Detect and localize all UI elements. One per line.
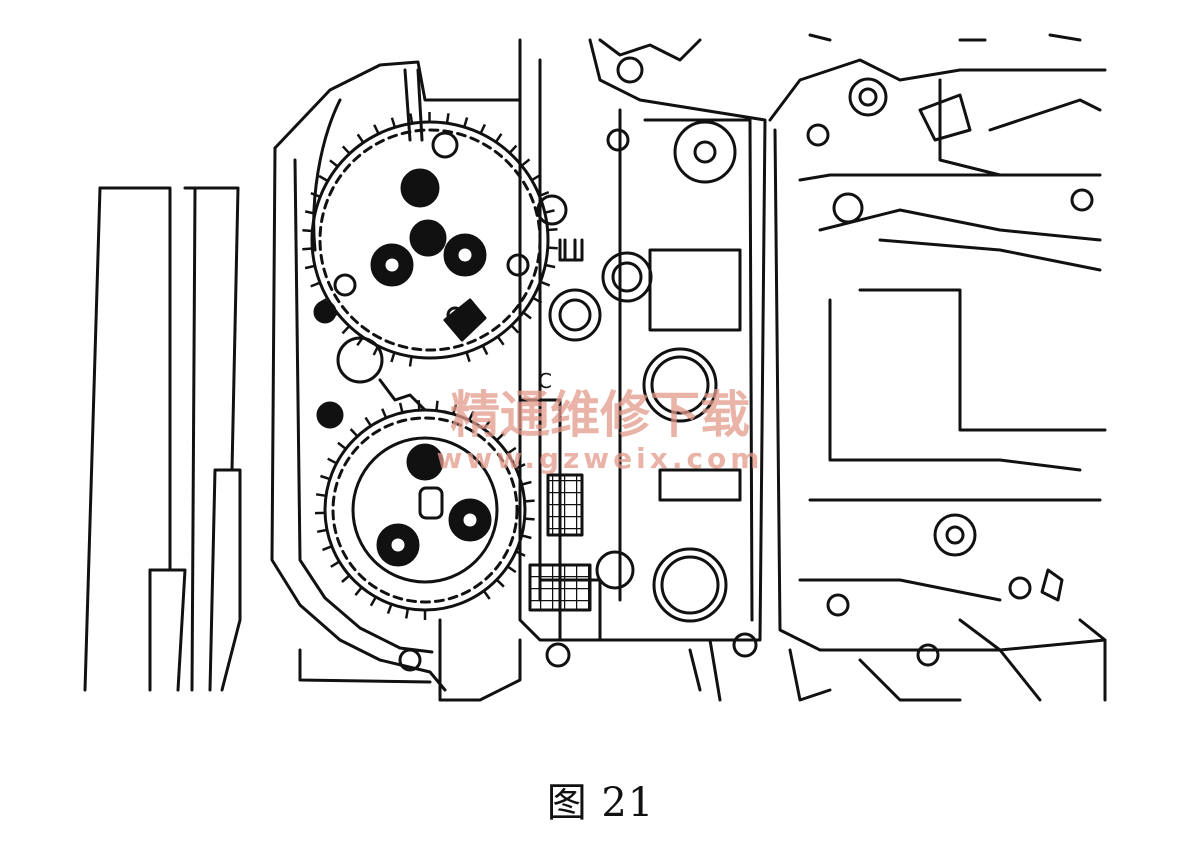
chain-tooth <box>315 493 327 498</box>
chain-tooth <box>524 517 535 521</box>
watermark-text: 精通维修下载 <box>450 385 750 444</box>
chain-tooth <box>545 263 556 269</box>
top-details <box>598 33 1082 62</box>
timing-mark-label: C <box>538 369 552 393</box>
chain-tooth <box>356 336 365 347</box>
chain-tooth <box>310 281 321 288</box>
chain-tooth <box>482 420 491 430</box>
chain-tooth <box>408 356 413 367</box>
chain-tooth <box>495 432 505 442</box>
chain-tooth <box>508 144 518 154</box>
chain-tooth <box>547 227 558 232</box>
chain-tooth <box>318 174 329 183</box>
chain-tooth <box>467 410 475 421</box>
idler-gears <box>313 300 562 642</box>
lower-sprocket-bolts <box>376 443 492 567</box>
chain-tooth <box>417 400 421 411</box>
chain-tooth <box>506 446 517 455</box>
cylinder-head-block <box>518 38 767 668</box>
chain-tooth <box>539 280 551 287</box>
chain-tooth <box>532 296 543 304</box>
upper-sprocket-bolts <box>370 168 487 342</box>
watermark-url: www.gzweix.com <box>437 442 764 475</box>
chain-tooth <box>337 441 347 450</box>
chain-tooth <box>531 174 541 182</box>
chain-case-outline <box>270 60 522 692</box>
chain-tooth <box>310 192 321 198</box>
chain-tooth <box>364 416 372 427</box>
chain-tooth <box>452 404 458 415</box>
chain-tooth <box>390 117 397 128</box>
chain-tooth <box>409 113 414 124</box>
chain-tooth <box>318 297 329 305</box>
chain-tooth <box>481 345 489 356</box>
chain-tooth <box>327 457 338 465</box>
chain-tooth <box>515 463 526 470</box>
right-engine-block <box>768 58 1107 667</box>
chain-tooth <box>341 145 351 155</box>
chain-tooth <box>356 133 365 144</box>
chain-tooth <box>547 246 558 250</box>
chain-tooth <box>372 345 380 356</box>
chain-tooth <box>328 312 339 321</box>
chain-tooth <box>302 228 313 233</box>
chain-tooth <box>521 534 532 540</box>
chain-tooth <box>435 400 439 411</box>
chain-tooth <box>524 499 535 503</box>
chain-tooth <box>341 574 351 583</box>
chain-tooth <box>521 480 532 486</box>
chain-tooth <box>495 578 505 588</box>
chain-tooth <box>330 560 341 568</box>
chain-tooth <box>479 123 487 134</box>
chain-tooth <box>520 158 531 167</box>
chain-tooth <box>316 528 328 534</box>
timing-chain-teeth <box>302 112 558 620</box>
chain-tooth <box>341 325 351 335</box>
chain-tooth <box>515 550 526 557</box>
chain-tooth <box>322 545 333 552</box>
chain-tooth <box>398 402 404 413</box>
chain-tooth <box>465 351 471 363</box>
chain-tooth <box>304 264 316 270</box>
chain-tooth <box>369 596 377 607</box>
chain-tooth <box>522 311 532 320</box>
chain-tooth <box>390 352 396 363</box>
chain-tooth <box>404 608 410 619</box>
chain-tooth <box>381 408 388 419</box>
figure-caption: 图 21 <box>546 780 655 826</box>
chain-tooth <box>494 133 503 143</box>
chain-tooth <box>386 603 393 615</box>
left-guide-rails <box>83 186 242 692</box>
chain-tooth <box>510 324 520 334</box>
chain-tooth <box>320 474 331 481</box>
lower-details <box>398 618 1107 702</box>
chain-tooth <box>349 428 359 438</box>
chain-tooth <box>482 590 491 600</box>
chain-tooth <box>463 117 469 128</box>
chain-tooth <box>304 210 316 215</box>
chain-tooth <box>496 335 505 346</box>
chain-tooth <box>354 586 363 596</box>
chain-tooth <box>373 124 380 135</box>
chain-tooth <box>539 191 550 198</box>
chain-tooth <box>445 113 450 124</box>
chain-tooth <box>544 209 555 214</box>
chain-tooth <box>329 159 339 168</box>
engine-timing-diagram: C 精通维修下载 www.gzweix.com <box>83 33 1107 702</box>
chain-tooth <box>506 565 517 574</box>
chain-tooth <box>302 247 313 251</box>
